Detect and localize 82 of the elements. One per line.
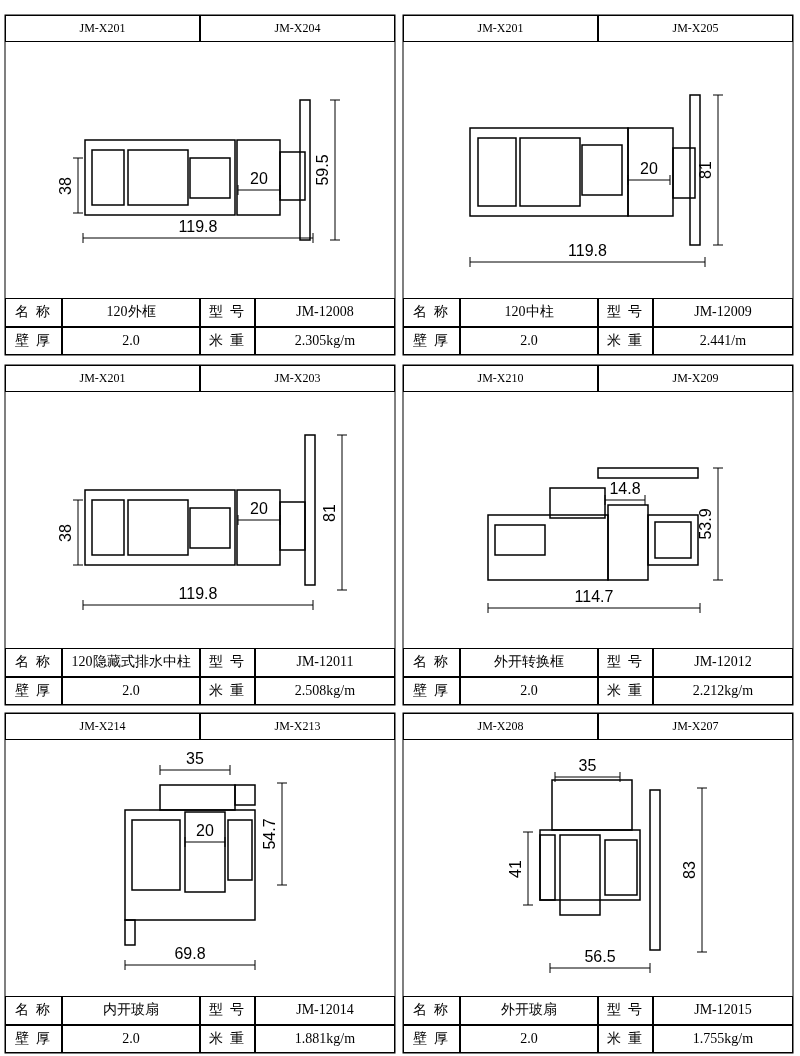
field-value: 2.305kg/m — [255, 326, 395, 355]
dimension-label: 59.5 — [315, 154, 331, 186]
header-cell: JM-X209 — [598, 365, 793, 392]
field-value: 120外框 — [62, 298, 200, 327]
header-cell: JM-X208 — [403, 713, 598, 740]
header-cell: JM-X201 — [5, 365, 200, 392]
header-cell: JM-X204 — [200, 15, 395, 42]
field-value: 2.0 — [460, 326, 598, 355]
dimension-label: 81 — [698, 161, 714, 179]
dimension-label: 54.7 — [262, 818, 278, 850]
field-value: 2.212kg/m — [653, 676, 793, 705]
dimension-label: 20 — [640, 161, 658, 177]
field-label: 型 号 — [200, 648, 255, 677]
field-label: 米 重 — [200, 1024, 255, 1053]
field-value: 120中柱 — [460, 298, 598, 327]
field-label: 型 号 — [200, 298, 255, 327]
field-label: 名 称 — [5, 996, 62, 1025]
field-label: 型 号 — [200, 996, 255, 1025]
dimension-label: 14.8 — [609, 481, 641, 497]
header-cell: JM-X205 — [598, 15, 793, 42]
field-value: JM-12014 — [255, 996, 395, 1025]
header-cell: JM-X213 — [200, 713, 395, 740]
field-value: JM-12015 — [653, 996, 793, 1025]
field-value: 2.0 — [460, 676, 598, 705]
dimension-label: 20 — [250, 501, 268, 517]
field-value: 2.441/m — [653, 326, 793, 355]
field-label: 壁 厚 — [403, 326, 460, 355]
field-value: 2.0 — [62, 676, 200, 705]
dimension-label: 35 — [186, 751, 204, 767]
dimension-label: 38 — [58, 176, 74, 195]
field-label: 型 号 — [598, 648, 653, 677]
dimension-label: 56.5 — [584, 949, 616, 965]
field-value: 120隐藏式排水中柱 — [62, 648, 200, 677]
dimension-label: 35 — [578, 758, 597, 774]
field-label: 名 称 — [403, 298, 460, 327]
field-label: 名 称 — [403, 648, 460, 677]
dimension-label: 83 — [682, 861, 698, 879]
field-value: 2.0 — [460, 1024, 598, 1053]
dimension-label: 119.8 — [178, 219, 218, 235]
dimension-label: 114.7 — [574, 589, 614, 605]
field-label: 米 重 — [598, 676, 653, 705]
field-value: 外开玻扇 — [460, 996, 598, 1025]
dimension-label: 41 — [508, 859, 524, 878]
field-value: 内开玻扇 — [62, 996, 200, 1025]
field-value: 外开转换框 — [460, 648, 598, 677]
field-value: JM-12009 — [653, 298, 793, 327]
dimension-label: 119.8 — [178, 586, 218, 602]
header-cell: JM-X214 — [5, 713, 200, 740]
field-label: 名 称 — [5, 298, 62, 327]
field-value: 1.755kg/m — [653, 1024, 793, 1053]
field-label: 名 称 — [403, 996, 460, 1025]
field-label: 壁 厚 — [403, 1024, 460, 1053]
dimension-label: 20 — [196, 823, 214, 839]
field-label: 壁 厚 — [5, 676, 62, 705]
field-label: 型 号 — [598, 996, 653, 1025]
field-value: JM-12012 — [653, 648, 793, 677]
header-cell: JM-X210 — [403, 365, 598, 392]
dimension-label: 119.8 — [568, 243, 607, 259]
dimension-label: 69.8 — [174, 946, 206, 962]
field-label: 壁 厚 — [5, 1024, 62, 1053]
field-value: JM-12008 — [255, 298, 395, 327]
field-label: 米 重 — [200, 676, 255, 705]
field-value: 1.881kg/m — [255, 1024, 395, 1053]
dimension-label: 81 — [322, 503, 338, 522]
header-cell: JM-X207 — [598, 713, 793, 740]
field-value: JM-12011 — [255, 648, 395, 677]
dimension-label: 38 — [58, 523, 74, 542]
field-label: 米 重 — [598, 1024, 653, 1053]
field-value: 2.0 — [62, 1024, 200, 1053]
field-label: 名 称 — [5, 648, 62, 677]
field-label: 米 重 — [200, 326, 255, 355]
field-label: 型 号 — [598, 298, 653, 327]
field-label: 壁 厚 — [5, 326, 62, 355]
header-cell: JM-X201 — [5, 15, 200, 42]
field-label: 壁 厚 — [403, 676, 460, 705]
field-value: 2.0 — [62, 326, 200, 355]
header-cell: JM-X201 — [403, 15, 598, 42]
field-label: 米 重 — [598, 326, 653, 355]
dimension-label: 53.9 — [698, 508, 714, 540]
header-cell: JM-X203 — [200, 365, 395, 392]
dimension-label: 20 — [250, 171, 268, 187]
field-value: 2.508kg/m — [255, 676, 395, 705]
